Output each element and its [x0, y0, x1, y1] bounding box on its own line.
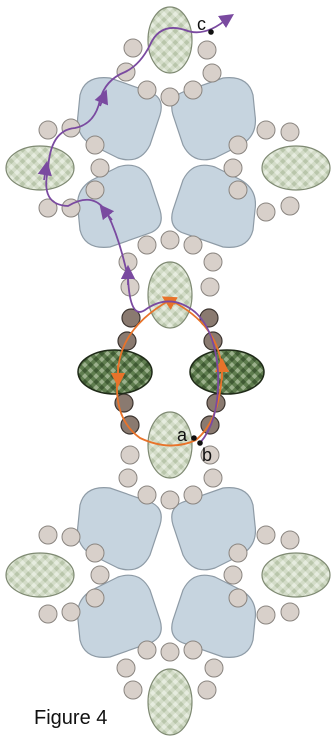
crystal-light — [5, 145, 75, 191]
seed-bead — [256, 525, 276, 545]
seed-bead — [137, 485, 157, 505]
seed-bead — [61, 602, 81, 622]
seed-bead — [203, 468, 223, 488]
crystal-light — [261, 552, 331, 598]
seed-bead — [160, 642, 180, 662]
seed-bead — [38, 198, 58, 218]
purple-arrow — [37, 160, 52, 181]
bottom-seed-beads — [38, 445, 300, 700]
seed-bead — [38, 525, 58, 545]
seed-bead — [160, 87, 180, 107]
seed-bead — [116, 658, 136, 678]
crystal-dark — [77, 349, 153, 395]
seed-bead — [160, 490, 180, 510]
seed-bead — [38, 120, 58, 140]
seed-bead — [61, 198, 81, 218]
seed-bead — [204, 658, 224, 678]
crystal-light — [147, 6, 193, 74]
seed-bead — [137, 640, 157, 660]
seed-bead — [118, 252, 138, 272]
point-c-dot — [208, 29, 214, 35]
seed-bead — [90, 565, 110, 585]
seed-bead — [256, 120, 276, 140]
seed-bead — [85, 135, 105, 155]
tile — [171, 164, 257, 248]
seed-bead — [137, 235, 157, 255]
bronze-bead — [121, 308, 141, 328]
seed-bead — [160, 230, 180, 250]
seed-bead — [137, 80, 157, 100]
seed-bead — [183, 640, 203, 660]
tile — [76, 164, 162, 248]
bottom-crystals — [5, 411, 331, 736]
point-label-b: b — [202, 445, 212, 465]
seed-bead — [223, 158, 243, 178]
purple-thread-path — [45, 17, 229, 444]
tile — [171, 574, 257, 658]
figure-caption: Figure 4 — [34, 707, 108, 729]
dark-crystals — [77, 349, 265, 395]
seed-bead — [200, 445, 220, 465]
purple-arrow — [218, 14, 234, 28]
seed-bead — [123, 680, 143, 700]
seed-bead — [118, 468, 138, 488]
point-label-a: a — [177, 425, 188, 445]
purple-arrow — [94, 89, 109, 107]
seed-bead — [280, 530, 300, 550]
point-label-c: c — [197, 14, 206, 34]
seed-bead — [228, 588, 248, 608]
crystal-light — [261, 145, 331, 191]
seed-bead — [123, 38, 143, 58]
seed-bead — [223, 565, 243, 585]
point-a-dot — [191, 435, 197, 441]
crystal-light — [147, 261, 193, 329]
seed-bead — [256, 605, 276, 625]
top-module — [5, 6, 331, 329]
seed-bead — [183, 80, 203, 100]
seed-bead — [280, 602, 300, 622]
seed-bead — [85, 180, 105, 200]
crystal-dark — [189, 349, 265, 395]
seed-bead — [85, 543, 105, 563]
seed-bead — [38, 604, 58, 624]
seed-bead — [280, 122, 300, 142]
purple-arrow — [99, 204, 115, 221]
seed-bead — [256, 202, 276, 222]
seed-bead — [90, 158, 110, 178]
point-b-dot — [197, 440, 203, 446]
bronze-beads — [114, 308, 226, 435]
bronze-bead — [120, 415, 140, 435]
seed-bead — [228, 180, 248, 200]
seed-bead — [183, 235, 203, 255]
top-crystals — [5, 6, 331, 329]
seed-bead — [197, 680, 217, 700]
seed-bead — [228, 543, 248, 563]
seed-bead — [200, 277, 220, 297]
seed-bead — [202, 63, 222, 83]
seed-bead — [183, 485, 203, 505]
seed-bead — [120, 445, 140, 465]
seed-bead — [61, 527, 81, 547]
bottom-module — [5, 411, 331, 736]
seed-bead — [203, 252, 223, 272]
crystal-light — [147, 668, 193, 736]
top-seed-beads — [38, 38, 300, 297]
crystal-light — [5, 552, 75, 598]
seed-bead — [197, 40, 217, 60]
seed-bead — [280, 196, 300, 216]
seed-bead — [85, 588, 105, 608]
seed-bead — [228, 135, 248, 155]
